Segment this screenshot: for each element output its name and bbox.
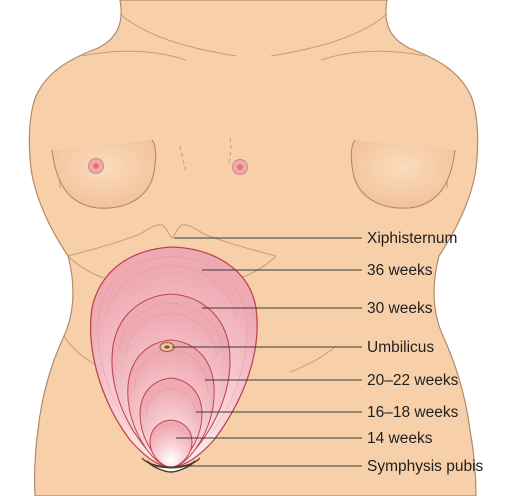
label-symphysis-pubis: Symphysis pubis (367, 458, 484, 475)
label-umbilicus: Umbilicus (367, 339, 434, 356)
label-20-22-weeks: 20–22 weeks (367, 372, 459, 389)
nipple-right (233, 160, 248, 175)
label-14-weeks: 14 weeks (367, 430, 433, 447)
label-16-18-weeks: 16–18 weeks (367, 404, 459, 421)
umbilicus-mark (160, 343, 174, 352)
label-36-weeks: 36 weeks (367, 262, 433, 279)
label-xiphisternum: Xiphisternum (367, 230, 457, 247)
nipple-left (89, 159, 104, 174)
label-30-weeks: 30 weeks (367, 300, 433, 317)
